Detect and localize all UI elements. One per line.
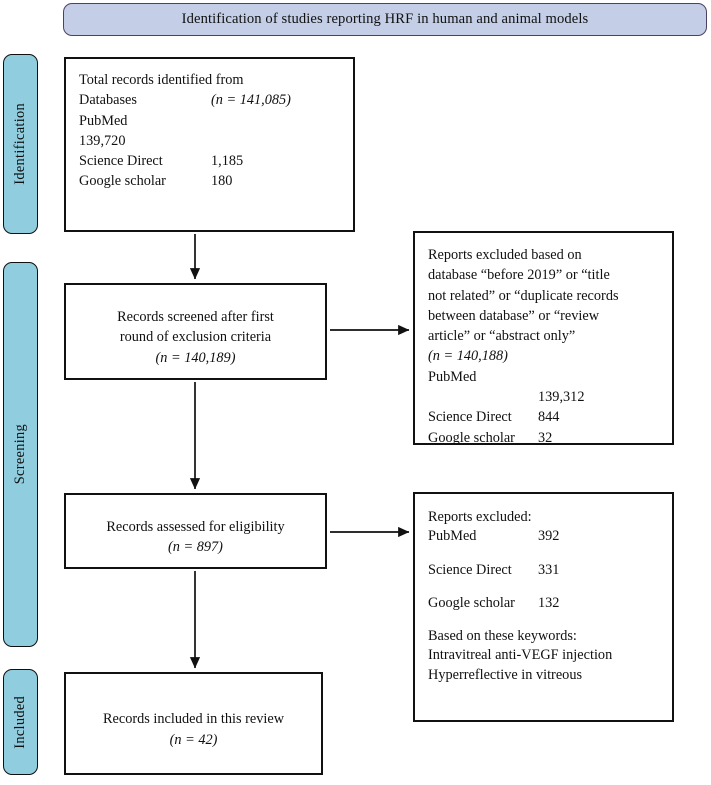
excluded1-google-scholar-label: Google scholar (428, 429, 515, 446)
identified-google-scholar-value: 180 (211, 173, 233, 190)
identified-google-scholar-label: Google scholar (79, 173, 166, 190)
excluded1-google-scholar-value: 32 (538, 429, 553, 446)
diagram-title-banner: Identification of studies reporting HRF … (63, 3, 707, 36)
excluded1-line-2: database “before 2019” or “title (428, 267, 610, 284)
box-records-assessed-eligibility: Records assessed for eligibility (n = 89… (64, 493, 327, 569)
excluded2-keywords-block: Based on these keywords: Intravitreal an… (428, 627, 672, 685)
stage-label-identification: Identification (12, 103, 28, 185)
included-count: (n = 42) (169, 731, 218, 748)
identified-databases-count: (n = 141,085) (211, 92, 291, 109)
screened-count: (n = 140,189) (155, 349, 236, 366)
excluded1-google-scholar-row: Google scholar 32 (428, 428, 672, 448)
excluded1-line-3: not related” or “duplicate records (428, 287, 619, 304)
screened-line-1: Records screened after first (117, 309, 274, 326)
identified-heading: Total records identified from (79, 72, 244, 88)
excluded2-pubmed-value: 392 (538, 528, 560, 545)
excluded2-science-direct-label: Science Direct (428, 561, 512, 578)
identified-databases-row: Databases (n = 141,085) (79, 90, 353, 110)
box-records-included: Records included in this review (n = 42) (64, 672, 323, 775)
excluded2-pubmed-label: PubMed (428, 528, 477, 545)
screened-line-2: round of exclusion criteria (119, 329, 272, 346)
excluded1-pubmed-label: PubMed (428, 368, 477, 385)
identified-google-scholar-row: Google scholar 180 (79, 171, 353, 191)
excluded1-count: (n = 140,188) (428, 348, 508, 365)
diagram-title-text: Identification of studies reporting HRF … (181, 11, 589, 28)
excluded2-google-scholar-row: Google scholar 132 (428, 594, 672, 613)
excluded2-keywords-heading: Based on these keywords: (428, 628, 577, 645)
excluded2-google-scholar-label: Google scholar (428, 594, 515, 611)
included-line-1: Records included in this review (102, 711, 285, 728)
stage-label-screening: Screening (12, 424, 28, 485)
identified-pubmed-value: 139,720 (79, 132, 126, 149)
identified-science-direct-label: Science Direct (79, 153, 163, 170)
identified-databases-label: Databases (79, 92, 137, 109)
excluded1-line-4: between database” or “review (428, 307, 600, 324)
excluded2-keyword-2: Hyperreflective in vitreous (428, 666, 583, 683)
excluded1-science-direct-value: 844 (538, 409, 560, 426)
identified-science-direct-value: 1,185 (211, 153, 244, 170)
box-records-screened: Records screened after first round of ex… (64, 283, 327, 380)
box-reports-excluded-eligibility: Reports excluded: PubMed 392 Science Dir… (413, 492, 674, 722)
identified-pubmed-label: PubMed (79, 112, 128, 129)
excluded2-science-direct-value: 331 (538, 561, 560, 578)
stage-bar-screening: Screening (3, 262, 38, 647)
identified-science-direct-row: Science Direct 1,185 (79, 151, 353, 171)
stage-label-included: Included (12, 695, 28, 749)
eligibility-count: (n = 897) (168, 539, 223, 555)
box-reports-excluded-first-round: Reports excluded based on database “befo… (413, 231, 674, 448)
stage-bar-identification: Identification (3, 54, 38, 234)
excluded1-science-direct-label: Science Direct (428, 409, 512, 426)
eligibility-line-1: Records assessed for eligibility (106, 518, 285, 535)
excluded1-pubmed-value: 139,312 (538, 389, 585, 406)
excluded2-pubmed-row: PubMed 392 (428, 527, 672, 546)
excluded1-science-direct-row: Science Direct 844 (428, 407, 672, 427)
excluded2-science-direct-row: Science Direct 331 (428, 561, 672, 580)
excluded2-keyword-1: Intravitreal anti-VEGF injection (428, 647, 613, 664)
excluded2-heading: Reports excluded: (428, 509, 532, 525)
excluded1-line-1: Reports excluded based on (428, 247, 582, 263)
box-records-identified: Total records identified from Databases … (64, 57, 355, 232)
stage-bar-included: Included (3, 669, 38, 775)
excluded2-google-scholar-value: 132 (538, 594, 560, 611)
excluded1-line-5: article” or “abstract only” (428, 328, 576, 345)
